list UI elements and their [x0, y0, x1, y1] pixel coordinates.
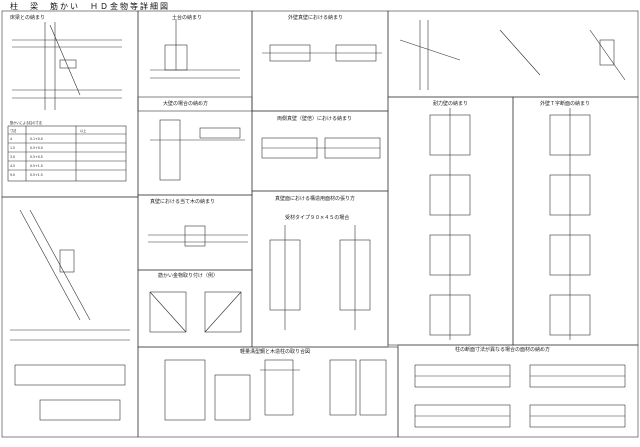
- panel-frame-12: [137, 346, 399, 438]
- panel-title-4: 大壁の場合の納め方: [163, 100, 208, 107]
- panel-title-13: 柱の断面寸法が異なる場合の面材の納め方: [455, 346, 550, 353]
- table-cell: 以上: [80, 128, 87, 133]
- table-cell: 0.5+1.5: [30, 164, 43, 168]
- panel-title-8: 真壁における当て木の納まり: [150, 198, 215, 205]
- table-cell: 0.5+0.0: [30, 146, 43, 150]
- table-cell: 4: [10, 137, 12, 141]
- panel-title-5: 両側真壁（壁倍）における納まり: [277, 115, 352, 122]
- panel-frame-6: [387, 96, 514, 346]
- panel-frame-2: [137, 10, 253, 112]
- sheet-title: 柱 梁 筋かい ＨＤ金物等詳細図: [10, 2, 170, 11]
- table-cell: 9.0: [10, 173, 15, 177]
- panel-title-9: 真壁面における構造用面材の張り方: [275, 195, 355, 202]
- panel-title-10: 受材タイプ９０×４５の場合: [285, 214, 349, 221]
- table-cell: 4.5: [10, 164, 15, 168]
- table-cell: 0.5+0.5: [30, 155, 43, 159]
- table-cell: 1.5: [10, 146, 15, 150]
- panel-frame-11: [137, 269, 253, 348]
- table-cell: 0.1+0.0: [30, 137, 43, 141]
- panel-title-12: 軽量溝型鋼と木造柱の取り合図: [240, 348, 310, 355]
- panel-frame-13: [397, 344, 639, 438]
- panel-frame-5: [251, 110, 389, 192]
- panel-title-2: 土台の納まり: [172, 14, 202, 21]
- panel-title-6: 耐力壁の納まり: [433, 100, 468, 107]
- panel-frame-7: [512, 96, 639, 346]
- table-cell: 寸法: [10, 128, 16, 133]
- table-header: 筋かいによる柱の寸法: [10, 120, 42, 125]
- panel-frame-4: [137, 96, 253, 196]
- panel-frame-8: [137, 194, 253, 271]
- panel-title-3: 外壁真壁における納まり: [288, 14, 343, 21]
- panel-title-7: 外壁Ｔ字断面の納まり: [540, 100, 590, 107]
- panel-frame-misc: [387, 10, 639, 98]
- table-cell: 3.0: [10, 155, 15, 159]
- panel-frame-bracing: [1, 196, 139, 438]
- table-cell: 0.5+1.5: [30, 173, 43, 177]
- panel-frame-1: [1, 10, 139, 198]
- panel-title-11: 筋かい金物取り付け（例）: [158, 272, 218, 279]
- panel-title-1: 床梁との納まり: [10, 14, 45, 21]
